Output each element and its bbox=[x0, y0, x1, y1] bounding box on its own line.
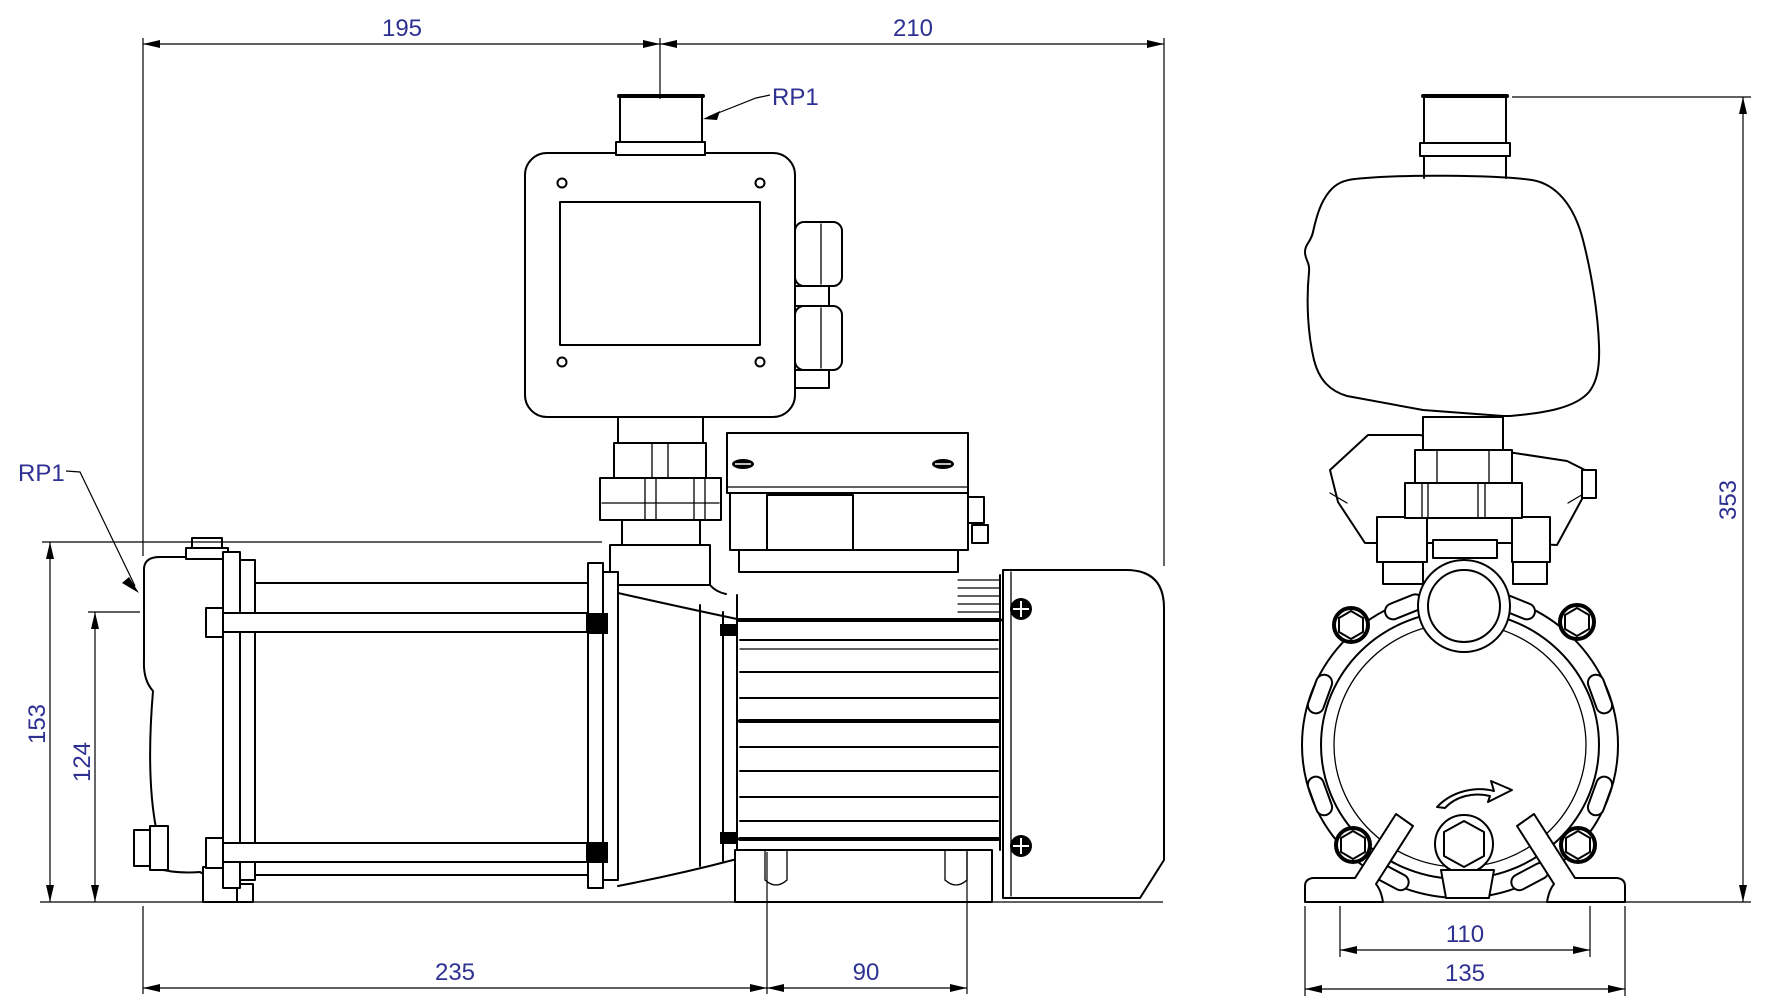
suction-end-cap bbox=[142, 556, 224, 887]
tie-rods bbox=[205, 607, 588, 869]
dim-353: 353 bbox=[1512, 96, 1751, 902]
front-port bbox=[1417, 539, 1511, 653]
label-rp1-left: RP1 bbox=[18, 460, 139, 593]
flange-bolts bbox=[1332, 603, 1597, 864]
screw-icon bbox=[754, 356, 766, 368]
controller-front bbox=[1304, 174, 1601, 417]
dim-353-text: 353 bbox=[1715, 480, 1742, 520]
terminal-box bbox=[726, 432, 989, 573]
dim-210-text: 210 bbox=[893, 15, 933, 42]
dim-110-text: 110 bbox=[1446, 921, 1484, 948]
motor-foot bbox=[734, 849, 993, 903]
screw-icon bbox=[556, 177, 568, 189]
label-rp1-top: RP1 bbox=[703, 84, 819, 120]
front-view bbox=[1301, 94, 1626, 903]
drain-plug-front bbox=[1434, 814, 1495, 899]
discharge-head bbox=[609, 544, 711, 586]
union-nut bbox=[599, 477, 722, 521]
rotation-arrow-icon bbox=[1436, 780, 1513, 809]
screw-icon bbox=[754, 177, 766, 189]
drain-plug-side bbox=[149, 825, 169, 871]
dim-153-text: 153 bbox=[24, 704, 51, 744]
fan-cover bbox=[1002, 569, 1165, 899]
dim-bottom: 235 90 bbox=[142, 852, 968, 994]
cable-glands bbox=[794, 221, 843, 389]
screw-icon bbox=[556, 356, 568, 368]
ring-slots bbox=[1306, 593, 1614, 892]
pump-body bbox=[133, 537, 619, 903]
union-nut-front bbox=[1404, 482, 1523, 519]
front-top-port bbox=[1419, 94, 1511, 179]
dimensions: 195 210 153 124 235 90 bbox=[18, 15, 1751, 996]
priming-plug bbox=[191, 537, 223, 549]
dim-left: 153 124 bbox=[24, 541, 602, 902]
dim-195-text: 195 bbox=[382, 15, 422, 42]
motor-fins bbox=[736, 574, 1002, 851]
motor bbox=[726, 432, 1165, 903]
discharge-port bbox=[615, 94, 706, 156]
controller-box bbox=[524, 94, 843, 418]
dim-235-text: 235 bbox=[435, 959, 475, 986]
rp1-top-text: RP1 bbox=[772, 84, 819, 111]
motor-adapter bbox=[617, 592, 738, 887]
dim-135-text: 135 bbox=[1445, 960, 1485, 987]
dim-90-text: 90 bbox=[853, 959, 880, 986]
display-screen bbox=[559, 201, 761, 346]
side-view bbox=[133, 94, 1165, 903]
rp1-left-text: RP1 bbox=[18, 460, 65, 487]
dim-front-base: 110 135 bbox=[1304, 906, 1626, 996]
pipe-union-stack bbox=[593, 416, 727, 595]
dim-top: 195 210 bbox=[142, 15, 1165, 566]
front-pipe-stack bbox=[1376, 416, 1551, 653]
front-feet bbox=[1304, 813, 1626, 903]
dim-124-text: 124 bbox=[69, 742, 96, 782]
